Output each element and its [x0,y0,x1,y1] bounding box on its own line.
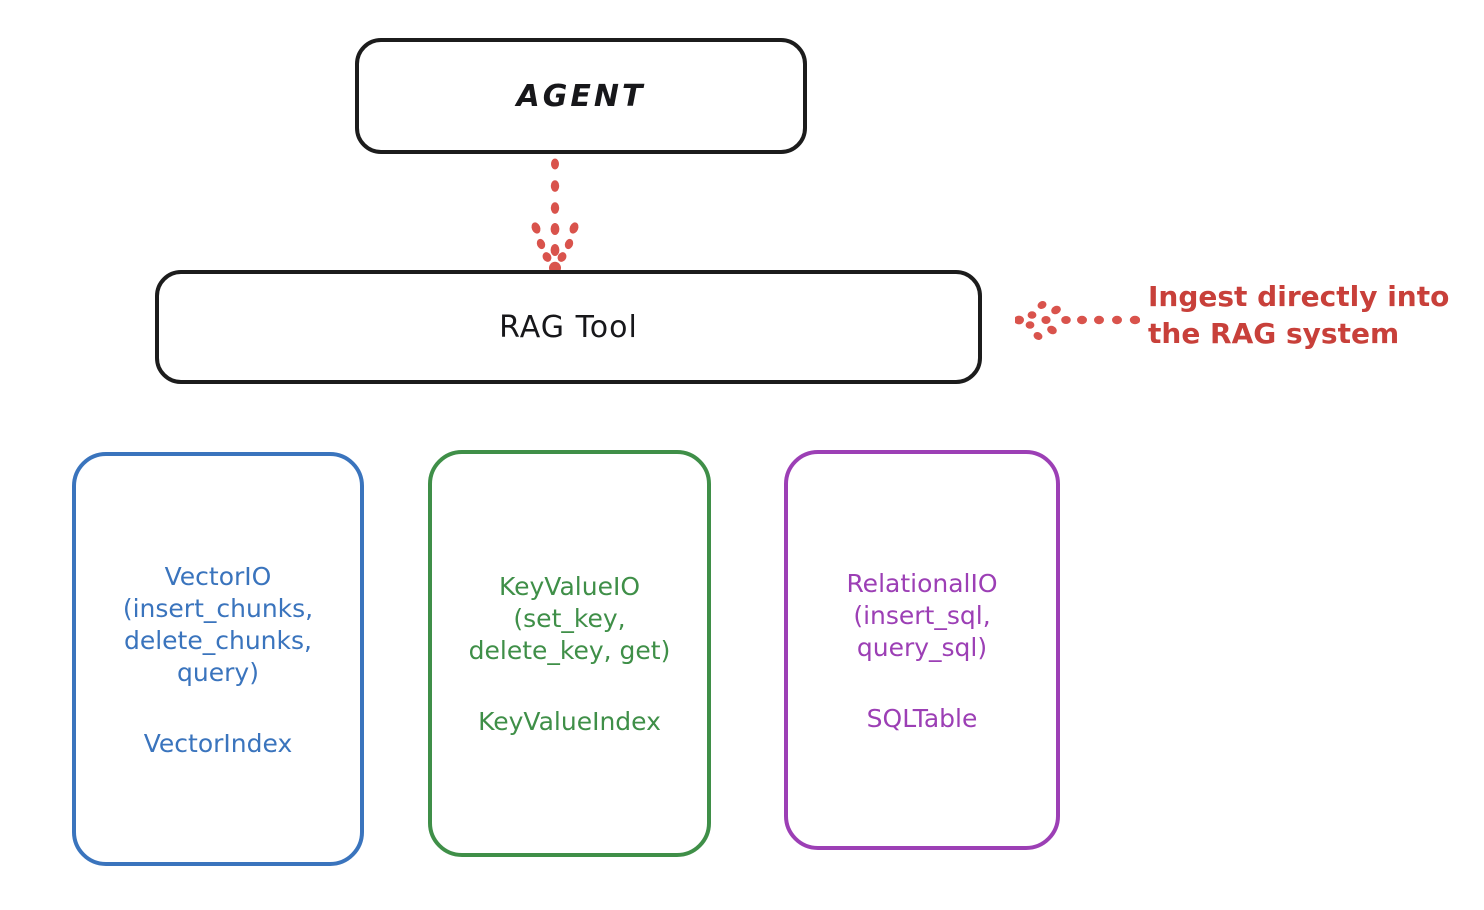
node-rag-tool-label: RAG Tool [499,309,638,345]
node-vector-io[interactable]: VectorIO (insert_chunks, delete_chunks, … [72,452,364,866]
node-vector-io-index: VectorIndex [143,728,293,758]
connector-ingest-arrow-icon [1014,297,1141,343]
node-key-value-io-title: KeyValueIO (set_key, delete_key, get) [468,572,671,665]
node-agent-label: AGENT [516,78,646,114]
node-key-value-io[interactable]: KeyValueIO (set_key, delete_key, get) Ke… [428,450,711,857]
node-relational-io[interactable]: RelationalIO (insert_sql, query_sql) SQL… [784,450,1060,850]
annotation-ingest-text: Ingest directly into the RAG system [1148,280,1450,351]
node-vector-io-title: VectorIO (insert_chunks, delete_chunks, … [122,561,314,687]
node-rag-tool[interactable]: RAG Tool [155,270,982,384]
node-key-value-io-index: KeyValueIndex [478,707,661,736]
node-relational-io-index: SQLTable [866,703,978,733]
node-agent[interactable]: AGENT [355,38,807,154]
node-relational-io-title: RelationalIO (insert_sql, query_sql) [846,568,998,662]
connector-agent-to-rag-tool-icon [515,158,595,276]
